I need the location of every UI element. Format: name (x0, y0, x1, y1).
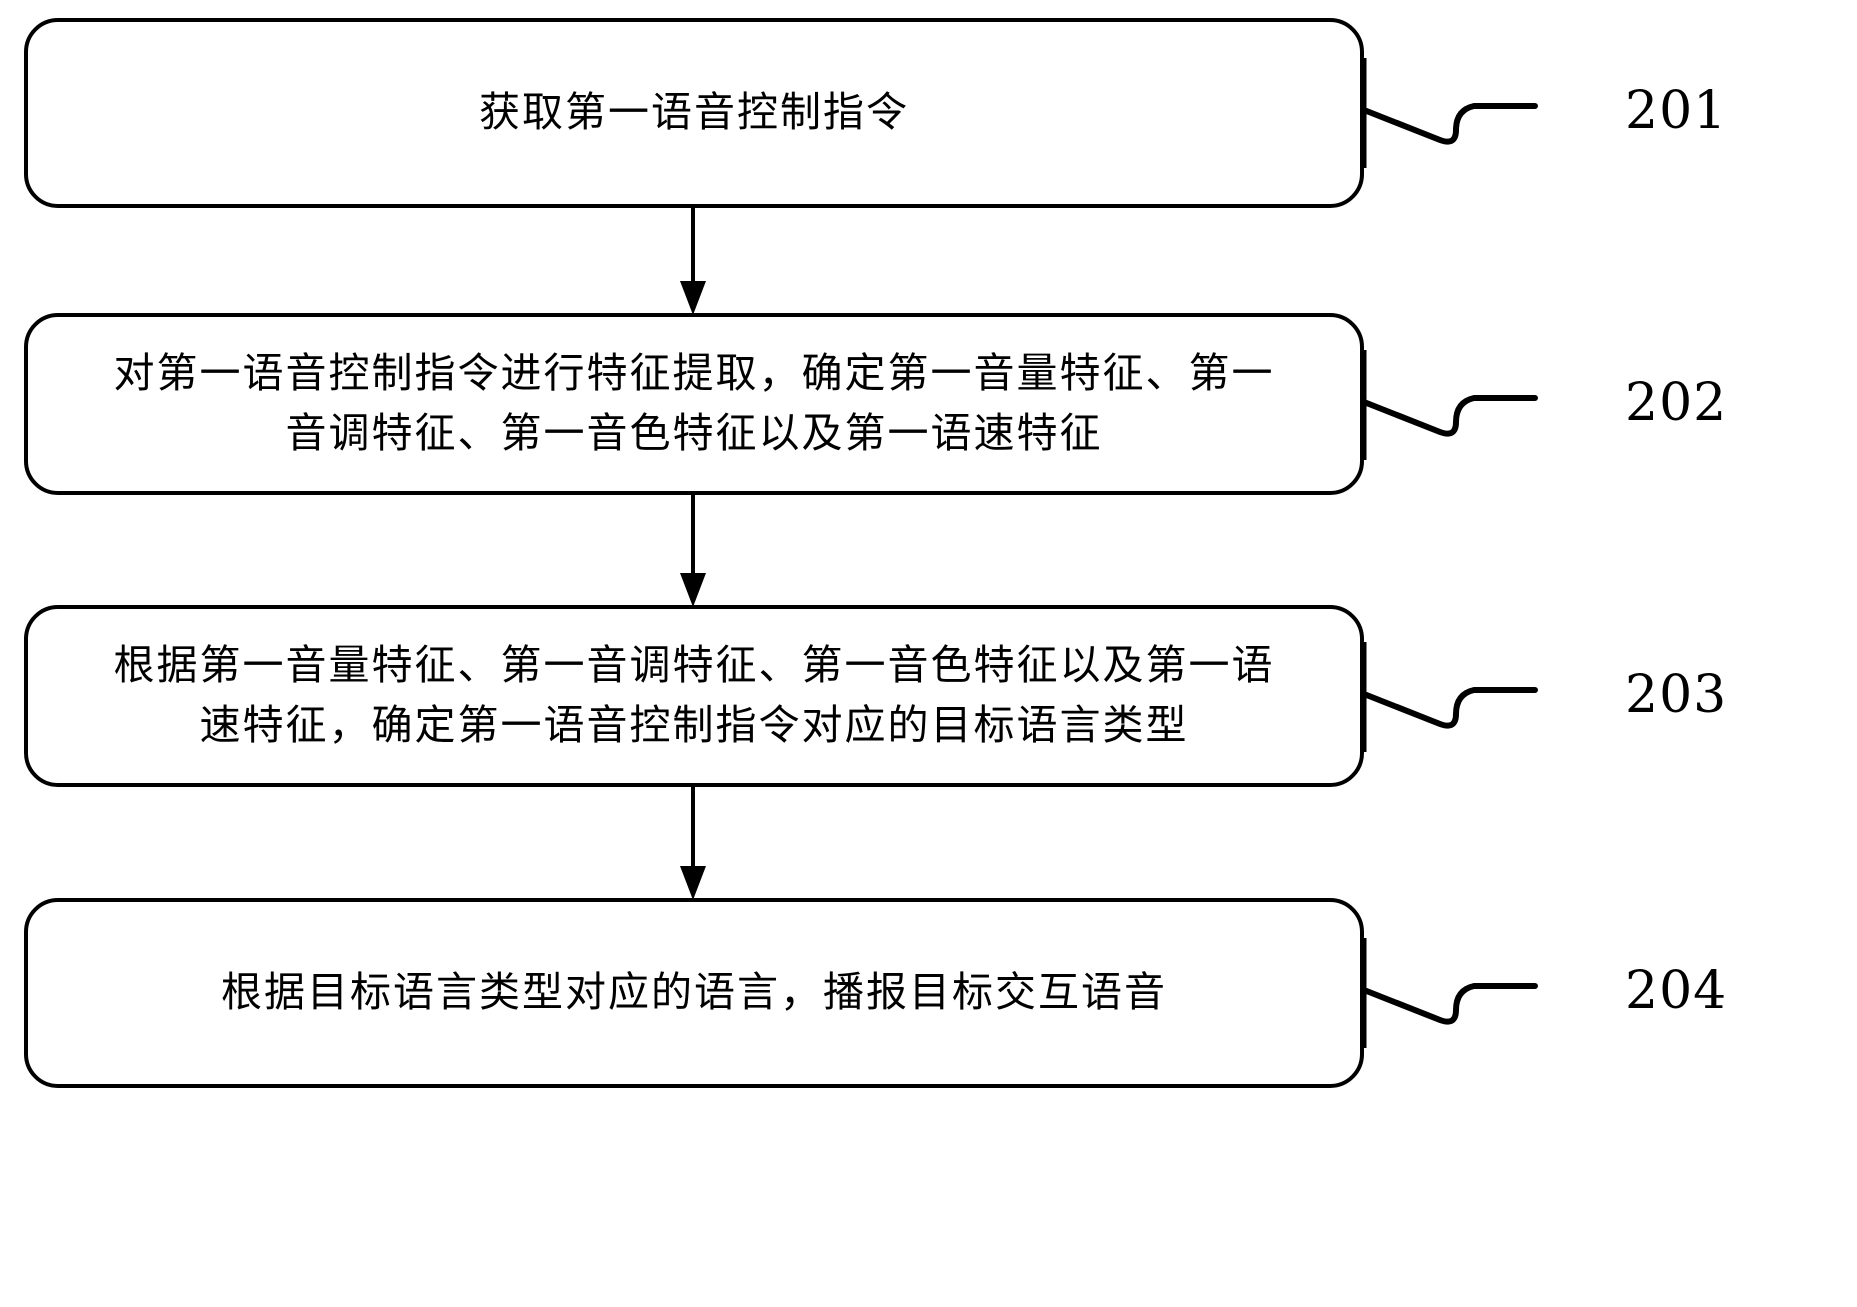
step-number-201: 201 (1625, 81, 1728, 141)
node-202-line-1: 对第一语音控制指令进行特征提取，确定第一音量特征、第一 (113, 349, 1275, 398)
node-202-line-2: 音调特征、第一音色特征以及第一语速特征 (285, 409, 1103, 457)
connector-201-to-202 (663, 205, 723, 317)
leader-line-201 (1360, 58, 1630, 168)
node-203-line-2: 速特征，确定第一语音控制指令对应的目标语言类型 (199, 701, 1189, 749)
step-number-203: 203 (1625, 665, 1728, 725)
node-203-line-1: 根据第一音量特征、第一音调特征、第一音色特征以及第一语 (113, 641, 1275, 690)
step-number-204: 204 (1625, 961, 1728, 1021)
node-204-line-1: 根据目标语言类型对应的语言，播报目标交互语音 (221, 968, 1167, 1017)
leader-line-204 (1360, 938, 1630, 1048)
process-node-201: 获取第一语音控制指令 (24, 18, 1364, 208)
process-node-202: 对第一语音控制指令进行特征提取，确定第一音量特征、第一 音调特征、第一音色特征以… (24, 313, 1364, 495)
leader-line-203 (1360, 642, 1630, 752)
process-node-204: 根据目标语言类型对应的语言，播报目标交互语音 (24, 898, 1364, 1088)
connector-203-to-204 (663, 784, 723, 902)
connector-202-to-203 (663, 492, 723, 609)
process-node-203: 根据第一音量特征、第一音调特征、第一音色特征以及第一语 速特征，确定第一语音控制… (24, 605, 1364, 787)
node-201-line-1: 获取第一语音控制指令 (479, 88, 909, 137)
leader-line-202 (1360, 350, 1630, 460)
step-number-202: 202 (1625, 373, 1728, 433)
